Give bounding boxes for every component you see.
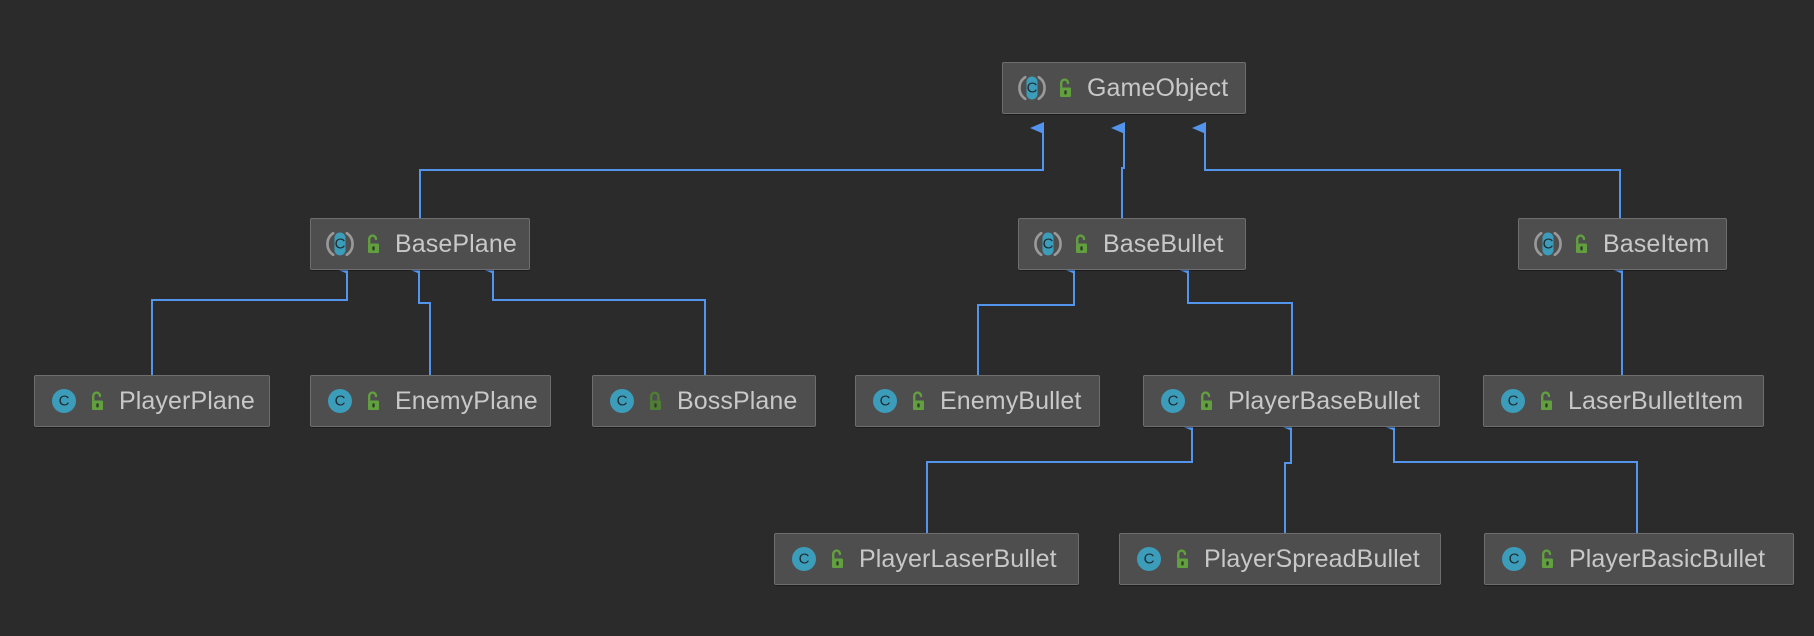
class-icon: C xyxy=(792,547,816,571)
svg-text:C: C xyxy=(1027,80,1038,97)
abstract-class-icon: C xyxy=(326,231,354,257)
class-node-playerspreadbullet[interactable]: C PlayerSpreadBullet xyxy=(1119,533,1441,585)
edge-playerplane-to-baseplane[interactable] xyxy=(151,262,348,375)
class-icon: C xyxy=(873,389,897,413)
class-node-label: PlayerLaserBullet xyxy=(859,545,1057,573)
class-node-playerlaserbullet[interactable]: C PlayerLaserBullet xyxy=(774,533,1079,585)
lock-open-icon xyxy=(92,391,103,410)
class-node-label: LaserBulletItem xyxy=(1568,387,1744,415)
svg-text:C: C xyxy=(1508,393,1519,410)
class-node-playerbasicbullet[interactable]: C PlayerBasicBullet xyxy=(1484,533,1794,585)
lock-open-icon xyxy=(1201,391,1212,410)
abstract-class-icon: C xyxy=(1018,75,1046,101)
class-node-label: PlayerSpreadBullet xyxy=(1204,545,1420,573)
lock-open-icon xyxy=(1177,549,1188,568)
class-node-gameobject[interactable]: C GameObject xyxy=(1002,62,1246,114)
class-node-label: EnemyPlane xyxy=(395,387,538,415)
svg-text:C: C xyxy=(799,551,810,568)
class-icon: C xyxy=(610,389,634,413)
class-icon: C xyxy=(328,389,352,413)
class-icon: C xyxy=(1501,389,1525,413)
class-node-bossplane[interactable]: C BossPlane xyxy=(592,375,816,427)
class-icon: C xyxy=(1137,547,1161,571)
class-node-label: PlayerPlane xyxy=(119,387,255,415)
abstract-class-icon: C xyxy=(1534,231,1562,257)
class-icon: C xyxy=(52,389,76,413)
lock-open-icon xyxy=(832,549,843,568)
edge-enemybullet-to-basebullet[interactable] xyxy=(977,262,1075,375)
edge-playerbasebullet-to-basebullet[interactable] xyxy=(1175,262,1293,375)
edge-bossplane-to-baseplane[interactable] xyxy=(480,262,706,375)
lock-open-icon xyxy=(1542,549,1553,568)
class-icon: C xyxy=(1161,389,1185,413)
svg-text:C: C xyxy=(1043,236,1054,253)
class-node-enemyplane[interactable]: C EnemyPlane xyxy=(310,375,551,427)
class-node-baseplane[interactable]: C BasePlane xyxy=(310,218,530,270)
class-node-enemybullet[interactable]: C EnemyBullet xyxy=(855,375,1100,427)
svg-text:C: C xyxy=(1509,551,1520,568)
svg-text:C: C xyxy=(335,236,346,253)
class-icon: C xyxy=(1502,547,1526,571)
class-node-basebullet[interactable]: C BaseBullet xyxy=(1018,218,1246,270)
lock-closed-icon xyxy=(650,391,661,410)
edge-playerbasicbullet-to-playerbasebullet[interactable] xyxy=(1381,419,1638,533)
edge-enemyplane-to-baseplane[interactable] xyxy=(406,262,431,375)
class-node-label: PlayerBasicBullet xyxy=(1569,545,1766,573)
class-node-label: BasePlane xyxy=(395,230,517,258)
class-node-label: BaseItem xyxy=(1603,230,1710,258)
lock-open-icon xyxy=(1076,234,1087,253)
class-node-playerplane[interactable]: C PlayerPlane xyxy=(34,375,270,427)
lock-open-icon xyxy=(368,391,379,410)
svg-text:C: C xyxy=(1168,393,1179,410)
class-node-label: PlayerBaseBullet xyxy=(1228,387,1420,415)
edge-playerspreadbullet-to-playerbasebullet[interactable] xyxy=(1278,419,1292,533)
svg-text:C: C xyxy=(880,393,891,410)
edge-baseitem-to-gameobject[interactable] xyxy=(1192,122,1621,218)
svg-text:C: C xyxy=(59,393,70,410)
lock-open-icon xyxy=(1541,391,1552,410)
class-node-playerbasebullet[interactable]: C PlayerBaseBullet xyxy=(1143,375,1440,427)
class-node-label: EnemyBullet xyxy=(940,387,1082,415)
class-node-label: BaseBullet xyxy=(1103,230,1224,258)
edge-basebullet-to-gameobject[interactable] xyxy=(1111,122,1125,218)
edge-playerlaserbullet-to-playerbasebullet[interactable] xyxy=(926,419,1193,533)
class-node-baseitem[interactable]: C BaseItem xyxy=(1518,218,1727,270)
class-node-label: GameObject xyxy=(1087,74,1229,102)
svg-text:C: C xyxy=(1144,551,1155,568)
lock-open-icon xyxy=(1060,78,1071,97)
svg-text:C: C xyxy=(1543,236,1554,253)
class-node-label: BossPlane xyxy=(677,387,798,415)
lock-open-icon xyxy=(913,391,924,410)
svg-text:C: C xyxy=(617,393,628,410)
lock-open-icon xyxy=(368,234,379,253)
lock-open-icon xyxy=(1576,234,1587,253)
abstract-class-icon: C xyxy=(1034,231,1062,257)
svg-text:C: C xyxy=(335,393,346,410)
edge-baseplane-to-gameobject[interactable] xyxy=(419,122,1044,218)
class-node-laserbulletitem[interactable]: C LaserBulletItem xyxy=(1483,375,1764,427)
